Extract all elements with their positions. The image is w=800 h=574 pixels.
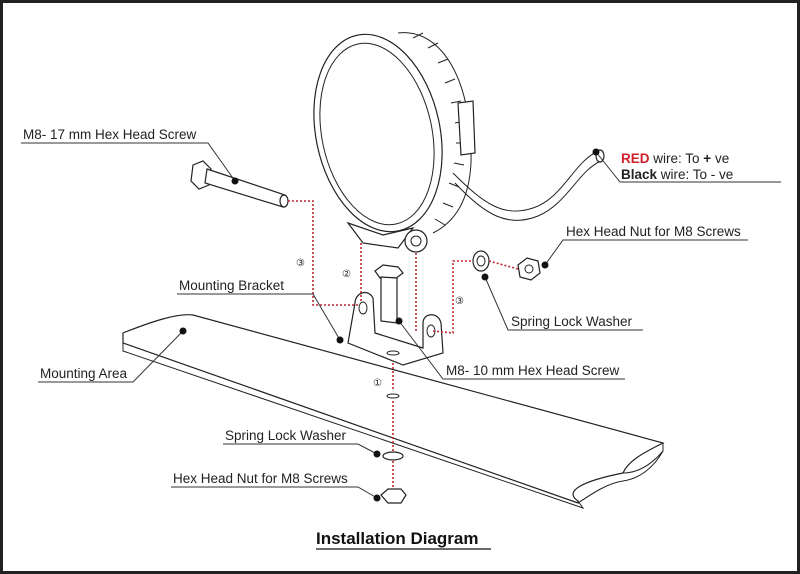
label-spring-washer-bottom: Spring Lock Washer xyxy=(225,428,347,443)
diagram-title: Installation Diagram xyxy=(316,529,478,548)
diagram-canvas: ③ ② ③ ① M8- 17 mm Hex Head Screw Mountin… xyxy=(21,32,781,550)
red-wire-text: wire: To xyxy=(650,151,704,166)
screw-10mm xyxy=(374,264,404,324)
screw-17mm xyxy=(190,160,289,208)
label-hex-nut-right: Hex Head Nut for M8 Screws xyxy=(566,224,741,239)
red-wire-end: ve xyxy=(711,151,729,166)
step-3-right: ③ xyxy=(455,296,464,307)
label-black-wire: Black wire: To - ve xyxy=(621,167,733,182)
positive-sign: + xyxy=(703,151,711,166)
step-1: ① xyxy=(373,378,382,389)
black-wire-text: wire: To - ve xyxy=(657,167,733,182)
label-mounting-bracket: Mounting Bracket xyxy=(179,278,284,293)
label-hex-nut-bottom: Hex Head Nut for M8 Screws xyxy=(173,471,348,486)
label-red-wire: RED wire: To + ve xyxy=(621,151,729,166)
power-cable xyxy=(452,149,605,221)
leader-lines xyxy=(21,142,781,502)
red-wire-keyword: RED xyxy=(621,151,650,166)
label-screw-17mm: M8- 17 mm Hex Head Screw xyxy=(23,127,197,142)
step-3-left: ③ xyxy=(296,258,305,269)
work-light-lamp xyxy=(313,32,476,253)
black-wire-keyword: Black xyxy=(621,167,658,182)
label-mounting-area: Mounting Area xyxy=(40,366,128,381)
plate-hole xyxy=(386,393,400,399)
washer-nut-bottom xyxy=(380,451,407,504)
mounting-area-plate xyxy=(122,314,665,509)
step-2: ② xyxy=(342,269,351,280)
label-screw-10mm: M8- 10 mm Hex Head Screw xyxy=(446,363,620,378)
label-spring-washer-right: Spring Lock Washer xyxy=(511,314,633,329)
assembly-paths xyxy=(288,200,519,489)
